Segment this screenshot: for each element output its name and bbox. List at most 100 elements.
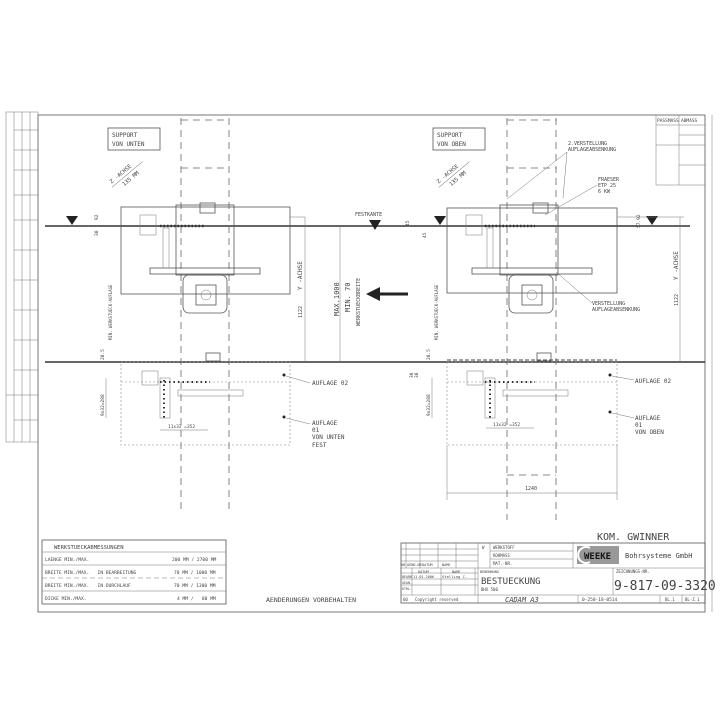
support-02-label: AUFLAGE 02 [635,378,672,385]
support-table-outline [120,361,291,446]
view-title: VON UNTEN [112,141,145,148]
svg-text:01: 01 [312,427,320,434]
support-02-label: AUFLAGE 02 [312,380,349,387]
svg-text:30: 30 [94,230,100,236]
support-head [499,204,559,276]
svg-text:01: 01 [635,422,643,429]
svg-text:0-250-18-0514: 0-250-18-0514 [582,597,618,603]
support-head [175,204,235,276]
svg-text:4 MM / 80 MM: 4 MM / 80 MM [177,596,216,602]
svg-text:BHX 500: BHX 500 [481,587,498,592]
svg-text:LAENGE MIN./MAX.: LAENGE MIN./MAX. [45,557,89,563]
left-edge-marker [434,216,446,225]
spindle-column-outline [180,118,230,510]
svg-text:MAX.1000: MAX.1000 [333,282,341,316]
right-edge-marker [646,216,658,225]
svg-text:200 MM / 2700 MM: 200 MM / 2700 MM [172,557,216,563]
svg-text:FEST: FEST [312,442,327,449]
feed-direction-arrow-icon [366,287,408,301]
weeke-logo: WEEKE [577,546,619,564]
title-block: KOM. GWINNER AB AEND.NR DATUM NAME W WER… [400,532,716,604]
tolerance-strip [5,111,39,443]
logo-text: WEEKE [584,552,611,562]
svg-text:WERKSTOFF: WERKSTOFF [493,545,515,550]
fixed-edge-marker [369,220,381,230]
z-axis-annotation: Z -ACHSE 135 MM [109,161,143,188]
svg-text:GEAN.: GEAN. [402,581,412,585]
svg-text:AB: AB [401,563,405,567]
svg-text:9x32=288: 9x32=288 [426,394,432,416]
svg-text:70 MM / 1300 MM: 70 MM / 1300 MM [174,583,216,589]
svg-text:45: 45 [422,232,428,238]
svg-text:BL.1: BL.1 [665,597,675,602]
svg-text:2.VERSTELLUNG: 2.VERSTELLUNG [568,141,607,147]
svg-text:11x32 =352: 11x32 =352 [168,424,195,430]
machine-body [120,206,291,295]
motor-housing [182,274,228,314]
svg-text:MIN. 70: MIN. 70 [344,282,352,312]
table-title: WERKSTUECKABMESSUNGEN [54,545,124,551]
view-title: SUPPORT [437,132,463,139]
deviation-header: ABMASS [681,118,698,124]
svg-text:9x32=288: 9x32=288 [100,394,106,416]
svg-text:NAME: NAME [442,563,450,567]
svg-text:AUFLAGE: AUFLAGE [635,415,661,422]
view-title: VON OBEN [437,141,466,148]
customer-label: KOM. GWINNER [597,532,670,543]
support-label-box [432,127,486,151]
svg-text:30: 30 [409,372,415,378]
support-label-box [107,127,161,151]
left-view: SUPPORT VON UNTEN Z -ACHSE 135 MM 92 30 … [66,118,415,510]
svg-text:1122: 1122 [298,306,304,318]
svg-text:11.01.2006: 11.01.2006 [413,575,434,579]
svg-text:20.5: 20.5 [426,349,432,360]
svg-text:Stelling C.: Stelling C. [442,574,467,579]
svg-text:WERKSTUECKBREITE: WERKSTUECKBREITE [356,278,362,326]
svg-text:BL-Z.1: BL-Z.1 [685,597,700,602]
fixed-edge-label: FESTKANTE [355,212,382,218]
svg-text:DATUM: DATUM [422,563,433,567]
svg-text:VON OBEN: VON OBEN [635,429,664,436]
svg-text:MIN. WERKSTUECK-AUFLAGE: MIN. WERKSTUECK-AUFLAGE [434,284,439,340]
svg-text:BREITE MIN./MAX. IN BEARBEIT: BREITE MIN./MAX. IN BEARBEITUNG [45,570,137,576]
svg-text:70 MM / 1000 MM: 70 MM / 1000 MM [174,570,216,576]
svg-text:FRAESER: FRAESER [598,177,620,183]
svg-text:KTRL.: KTRL. [402,587,412,591]
drawing-number: 9-817-09-3320 [614,579,716,594]
designation: BESTUECKUNG [481,577,541,587]
svg-text:AUFLAGEABSENKUNG: AUFLAGEABSENKUNG [592,307,640,313]
svg-text:92: 92 [94,214,100,220]
left-edge-marker [66,216,78,225]
svg-text:1122: 1122 [674,294,680,306]
svg-text:Y -ACHSE: Y -ACHSE [673,251,680,280]
motor-housing [508,274,554,314]
svg-text:Y -ACHSE: Y -ACHSE [297,261,304,290]
svg-text:VON UNTEN: VON UNTEN [312,434,345,441]
svg-text:NAME: NAME [452,570,460,574]
svg-text:45: 45 [405,220,411,226]
svg-text:MIN. WERKSTUECK-AUFLAGE: MIN. WERKSTUECK-AUFLAGE [108,284,113,340]
svg-text:6 KW: 6 KW [598,189,611,195]
support-table-outline [446,361,618,446]
svg-text:20.5: 20.5 [100,349,106,360]
svg-text:MAT.-NR.: MAT.-NR. [493,561,512,566]
svg-text:ROHMASS: ROHMASS [493,553,510,558]
fit-header: PASSMASS [657,118,679,124]
svg-text:30: 30 [414,372,420,378]
company-name: Bohrsysteme GmbH [625,552,692,560]
svg-text:Copyright reserved: Copyright reserved [415,597,459,602]
svg-text:1240: 1240 [525,486,537,492]
spindle-column-outline [506,118,557,520]
svg-text:ZEICHNUNGS-NR.: ZEICHNUNGS-NR. [616,569,650,574]
svg-text:CADAM A3: CADAM A3 [505,596,539,604]
svg-text:11x32 =352: 11x32 =352 [493,422,520,428]
machine-body [446,207,618,294]
svg-text:ETP 25: ETP 25 [598,183,616,189]
svg-text:60: 60 [403,597,408,602]
svg-text:AEND.NR: AEND.NR [407,563,423,567]
svg-text:DICKE MIN./MAX.: DICKE MIN./MAX. [45,596,87,602]
svg-text:AUFLAGEABSENKUNG: AUFLAGEABSENKUNG [568,147,616,153]
svg-text:AUFLAGE: AUFLAGE [312,420,338,427]
svg-text:57.92: 57.92 [636,214,642,228]
